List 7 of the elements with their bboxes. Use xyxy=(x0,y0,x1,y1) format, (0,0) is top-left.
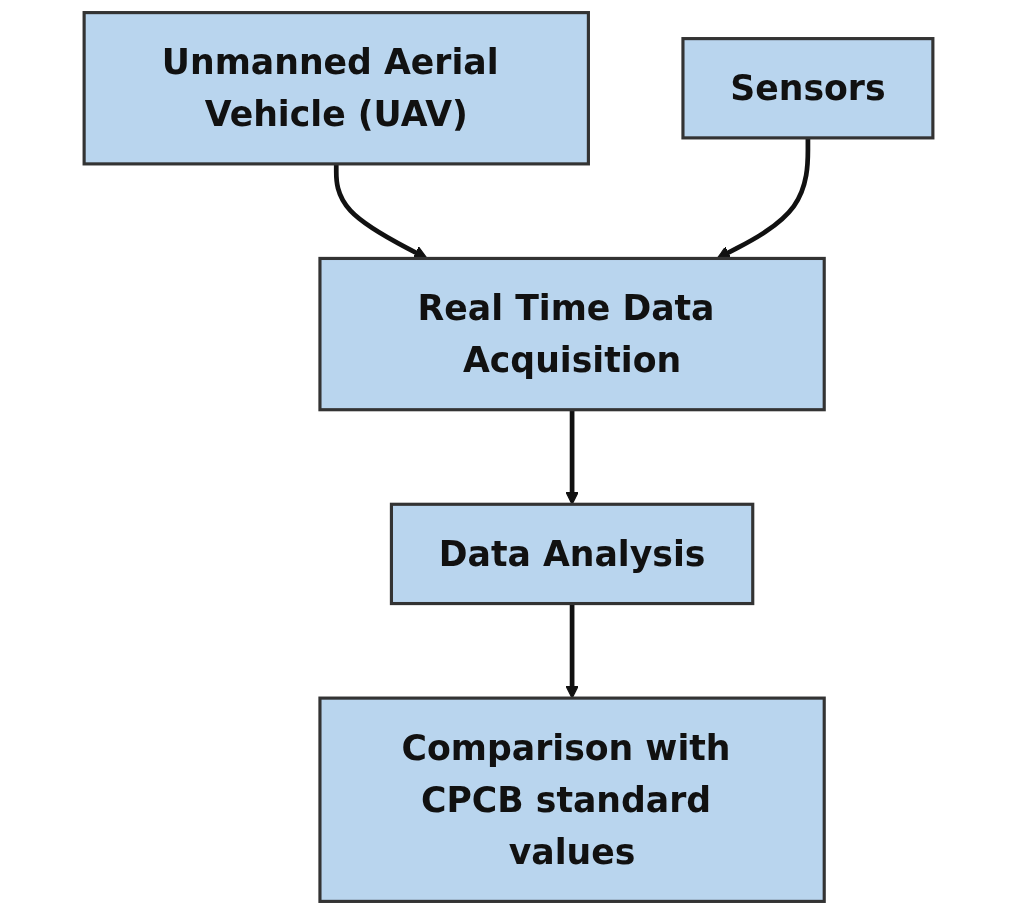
arrow xyxy=(565,603,579,699)
node-box: Unmanned Aerial Vehicle (UAV) xyxy=(82,11,590,166)
node-box: Comparison with CPCB standard values xyxy=(318,696,826,903)
node-box: Sensors xyxy=(681,37,935,140)
node-box: Data Analysis xyxy=(389,502,755,606)
arrow xyxy=(565,409,579,505)
node-box: Real Time Data Acquisition xyxy=(318,256,826,412)
